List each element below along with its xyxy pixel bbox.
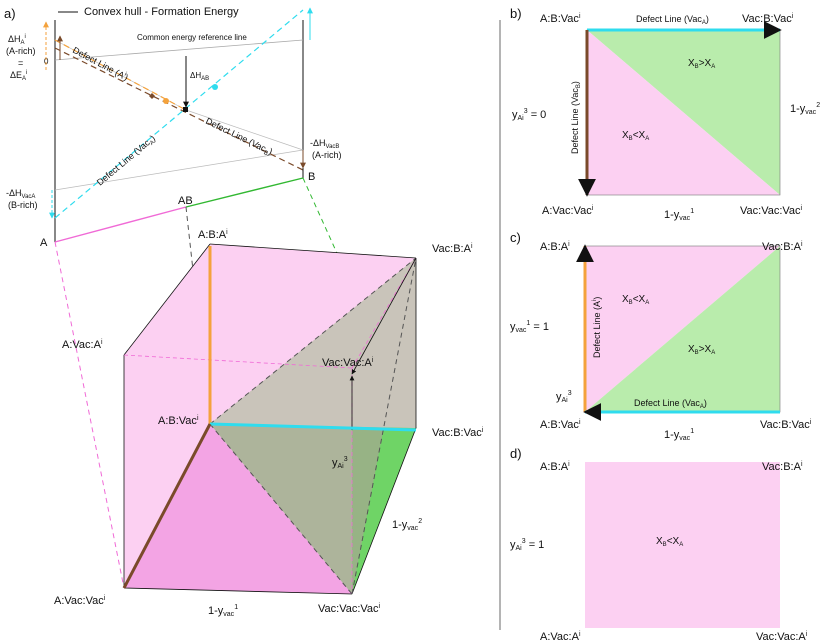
panel-b: b) A:B:Vaci Vac:B:Vaci A:Vac:Vaci Vac:Va… xyxy=(510,6,820,222)
cyan-edge xyxy=(209,422,417,432)
b-left-defect-label: Defect Line (VacB) xyxy=(570,81,582,154)
point-a: A xyxy=(40,237,48,249)
ref-line-label: Common energy reference line xyxy=(137,33,247,42)
d-br: Vac:Vac:Ai xyxy=(756,631,808,643)
b-condition: yAi3 = 0 xyxy=(512,108,546,122)
pink-triangle xyxy=(124,424,352,594)
b-bottom-label: 1-yvac1 xyxy=(664,208,694,222)
dha-label-group: ΔHAi (A-rich) = ΔEAi xyxy=(6,34,36,82)
dha-cond: (A-rich) xyxy=(6,46,36,56)
dh-vaca-label: -ΔHVacA xyxy=(6,188,35,200)
cube-front-top-right: Vac:B:Vaci xyxy=(432,427,484,439)
cube-top-left-back: A:B:Ai xyxy=(198,229,228,241)
dash-diag-3 xyxy=(351,257,417,595)
b-tr: Vac:B:Vaci xyxy=(742,13,794,25)
grey-plane xyxy=(210,258,416,428)
edge-bottom-right xyxy=(351,427,417,595)
panel-a-letter: a) xyxy=(4,6,16,21)
panel-b-letter: b) xyxy=(510,6,522,21)
cube-mid-left: A:Vac:Ai xyxy=(62,339,103,351)
b-br: Vac:Vac:Vaci xyxy=(740,205,803,217)
defect-vaca-label: Defect Line (VacA) xyxy=(95,133,159,189)
cube-bottom-left: A:Vac:Vaci xyxy=(54,595,106,607)
cube-bottom-right: Vac:Vac:Vaci xyxy=(318,603,381,615)
c-left-axis: yAi3 xyxy=(556,390,572,404)
c-pink-label: XB<XA xyxy=(622,294,649,306)
c-green-region xyxy=(585,246,780,412)
c-condition: yvac1 = 1 xyxy=(510,320,549,334)
brown-edge xyxy=(122,423,212,589)
orange-dot xyxy=(163,98,169,104)
dh-ab-label: ΔHAB xyxy=(190,71,209,82)
arrow-to-vacvacai xyxy=(351,257,417,375)
grey-line-3 xyxy=(185,109,304,151)
dh-vacb-cond: (A-rich) xyxy=(312,150,342,160)
b-pink-region xyxy=(587,30,780,195)
b-pink-label: XB<XA xyxy=(622,130,649,142)
legend-text: Convex hull - Formation Energy xyxy=(84,6,239,18)
edge-diag-dash xyxy=(351,257,417,369)
center-marker xyxy=(183,107,188,112)
cube-top-right-back: Vac:B:Ai xyxy=(432,243,473,255)
point-ab: AB xyxy=(178,195,193,207)
d-square xyxy=(585,462,780,628)
dha-label: ΔHAi xyxy=(8,34,26,46)
hull-a-ab xyxy=(54,206,187,243)
d-condition: yAi3 = 1 xyxy=(510,538,544,552)
defect-vacb-label: Defect Line (VacB) xyxy=(203,116,274,159)
cube-one-minus-yvac1: 1-yvac1 xyxy=(208,604,238,618)
defect-line-ai xyxy=(54,39,187,111)
defect-line-vacb xyxy=(54,47,304,171)
d-tr: Vac:B:Ai xyxy=(762,461,803,473)
edge-top-left xyxy=(123,243,211,356)
b-bl: A:Vac:Vaci xyxy=(542,205,594,217)
panel-d: d) A:B:Ai Vac:B:Ai A:Vac:Ai Vac:Vac:Ai y… xyxy=(510,446,808,643)
proj-a xyxy=(54,241,125,589)
panel-c: c) A:B:Ai Vac:B:Ai A:B:Vaci Vac:B:Vaci D… xyxy=(510,230,812,442)
b-top-defect-label: Defect Line (VacA) xyxy=(636,14,709,26)
panel-c-letter: c) xyxy=(510,230,521,245)
d-pink-label: XB<XA xyxy=(656,536,683,548)
c-bottom-label: 1-yvac1 xyxy=(664,428,694,442)
b-green-label: XB>XA xyxy=(688,58,715,70)
c-br: Vac:B:Vaci xyxy=(760,419,812,431)
dash-diag-1 xyxy=(209,257,417,425)
c-tl: A:B:Ai xyxy=(540,241,570,253)
common-reference-line xyxy=(54,39,304,61)
cube-y-ai: yAi3 xyxy=(332,456,348,470)
panel-d-letter: d) xyxy=(510,446,522,461)
d-bl: A:Vac:Ai xyxy=(540,631,581,643)
hull-ab-b xyxy=(185,177,304,208)
dha-eq: = xyxy=(18,58,23,68)
d-tl: A:B:Ai xyxy=(540,461,570,473)
dea-label: ΔEAi xyxy=(10,70,27,82)
c-green-label: XB>XA xyxy=(688,344,715,356)
c-tr: Vac:B:Ai xyxy=(762,241,803,253)
defect-ai-label: Defect Line (Ai) xyxy=(71,45,130,83)
defect-line-vaca xyxy=(54,9,304,219)
edge-top-back xyxy=(209,243,417,259)
b-tl: A:B:Vaci xyxy=(540,13,581,25)
cube-mid-center: Vac:Vac:Ai xyxy=(322,357,374,369)
c-bl: A:B:Vaci xyxy=(540,419,581,431)
cube-front-top-left: A:B:Vaci xyxy=(158,415,199,427)
point-b: B xyxy=(308,171,315,183)
dh-vacb-label: -ΔHVacB xyxy=(310,138,339,150)
cube-one-minus-yvac2: 1-yvac2 xyxy=(392,518,422,532)
cube: A:B:Ai Vac:B:Ai A:Vac:Ai Vac:Vac:Ai A:B:… xyxy=(54,229,484,618)
dash-diag-2 xyxy=(209,423,353,595)
brown-diamond xyxy=(149,93,155,99)
zero-label: 0 xyxy=(44,57,49,66)
c-left-defect-label: Defect Line (Ai) xyxy=(592,297,602,358)
edge-bottom-front xyxy=(123,587,353,595)
dh-vaca-cond: (B-rich) xyxy=(8,200,38,210)
c-bottom-defect-label: Defect Line (VacA) xyxy=(634,398,707,410)
b-right-label: 1-yvac2 xyxy=(790,102,820,116)
edge-mid-dash xyxy=(123,354,353,369)
cyan-dot xyxy=(212,84,218,90)
